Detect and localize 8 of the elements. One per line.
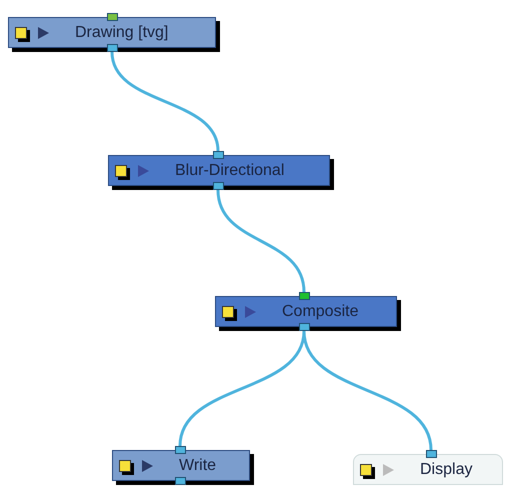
node-label: Display [420,461,472,479]
node-label: Write [179,457,216,475]
connection-line [216,190,306,292]
connection-line [110,52,220,152]
connection-line [302,330,432,450]
node-label: Blur-Directional [175,162,284,180]
node-label: Composite [282,303,358,321]
node-label: Drawing [tvg] [75,24,168,42]
